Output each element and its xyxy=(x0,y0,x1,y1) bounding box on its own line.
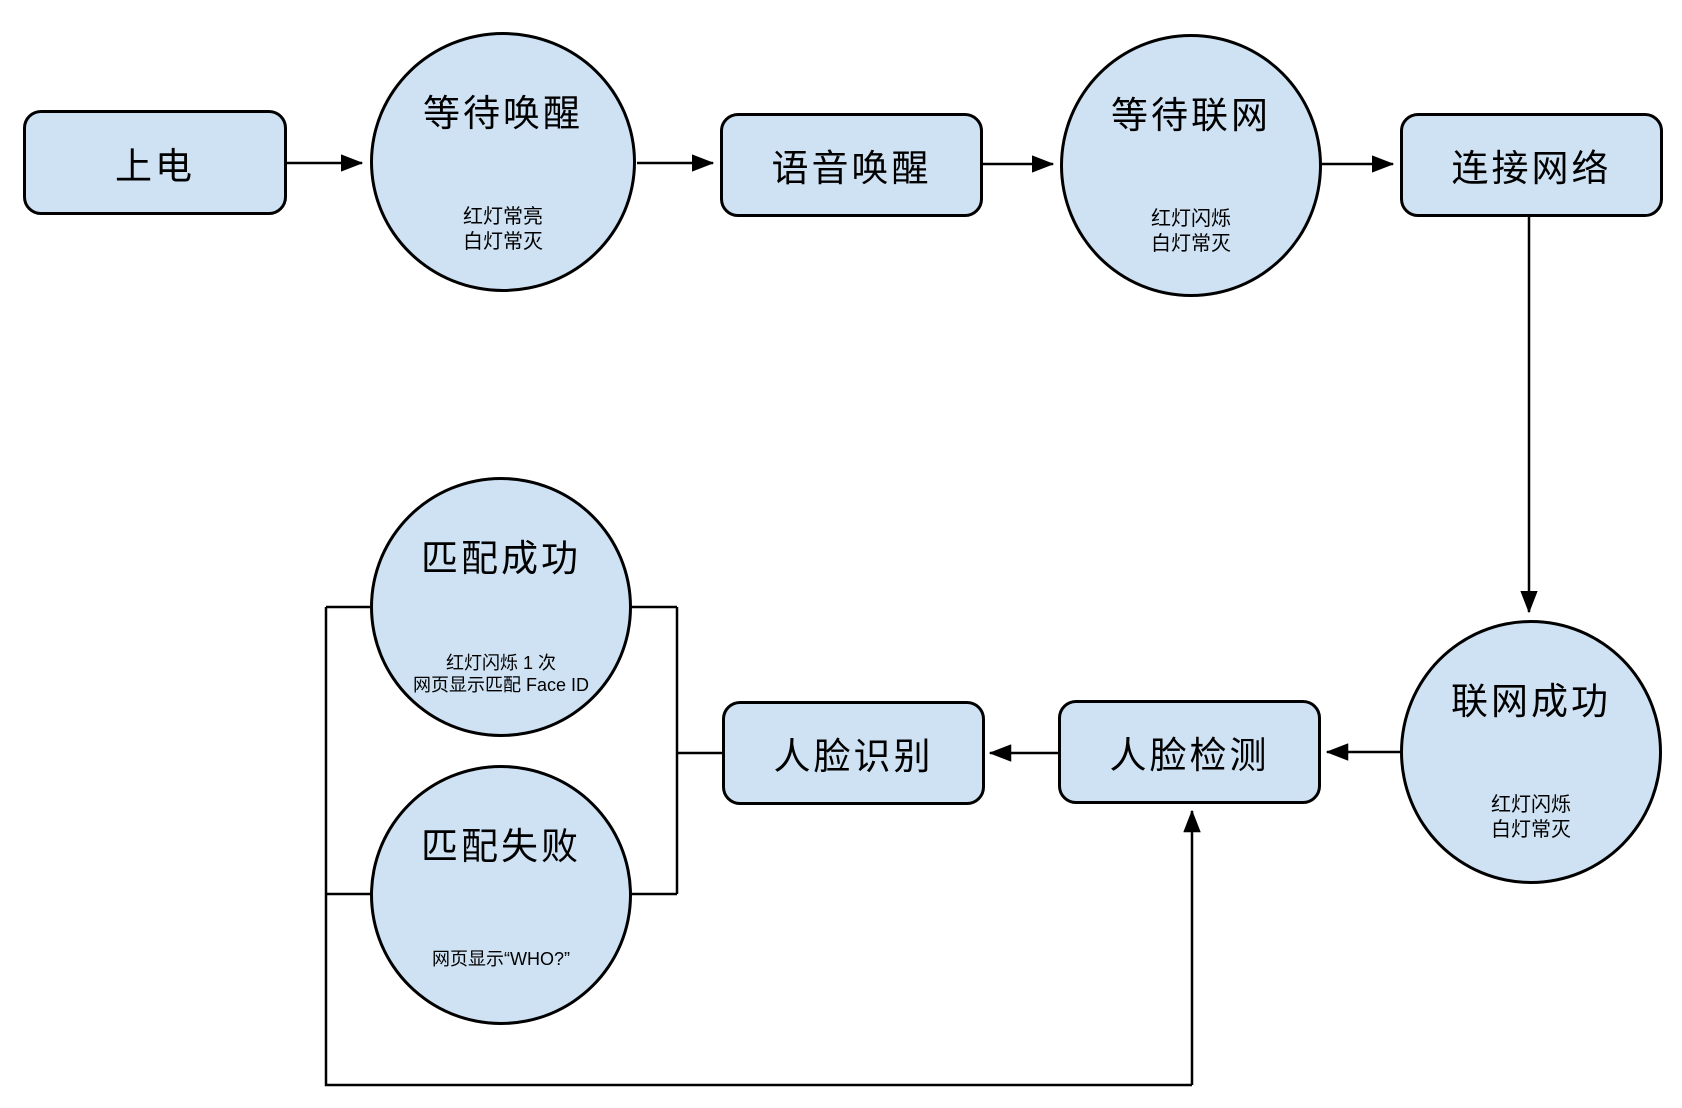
node-match-success: 匹配成功 红灯闪烁 1 次 网页显示匹配 Face ID xyxy=(370,477,632,737)
node-label: 连接网络 xyxy=(1451,148,1612,189)
note-line: 红灯闪烁 xyxy=(1151,208,1231,230)
node-wait-wake: 等待唤醒 红灯常亮 白灯常灭 xyxy=(370,32,636,292)
node-connect-network: 连接网络 xyxy=(1400,113,1663,217)
note-line: 网页显示“WHO?” xyxy=(432,949,570,969)
node-label: 联网成功 xyxy=(1451,681,1611,722)
node-notes: 红灯闪烁 1 次 网页显示匹配 Face ID xyxy=(373,652,629,696)
node-face-detect: 人脸检测 xyxy=(1058,700,1321,804)
note-line: 红灯闪烁 1 次 xyxy=(445,653,556,673)
node-label: 人脸识别 xyxy=(773,736,934,777)
node-wait-network: 等待联网 红灯闪烁 白灯常灭 xyxy=(1060,34,1322,297)
note-line: 白灯常灭 xyxy=(463,231,543,253)
note-line: 红灯闪烁 xyxy=(1491,794,1571,816)
node-match-fail: 匹配失败 网页显示“WHO?” xyxy=(370,765,632,1025)
node-label: 上电 xyxy=(115,145,195,187)
node-power-on: 上电 xyxy=(23,110,287,215)
node-label: 语音唤醒 xyxy=(771,148,932,189)
note-line: 网页显示匹配 Face ID xyxy=(412,675,590,695)
node-label: 匹配成功 xyxy=(421,538,581,579)
node-face-recognize: 人脸识别 xyxy=(722,701,985,805)
node-network-success: 联网成功 红灯闪烁 白灯常灭 xyxy=(1400,620,1662,884)
node-label: 人脸检测 xyxy=(1109,735,1270,776)
line-loop-bottom xyxy=(324,607,1192,1087)
node-notes: 红灯闪烁 白灯常灭 xyxy=(1063,207,1319,257)
note-line: 白灯常灭 xyxy=(1491,819,1571,841)
note-line: 红灯常亮 xyxy=(463,206,543,228)
node-notes: 红灯常亮 白灯常灭 xyxy=(373,205,633,255)
node-label: 等待唤醒 xyxy=(423,93,583,134)
node-label: 等待联网 xyxy=(1111,95,1271,136)
node-label: 匹配失败 xyxy=(421,826,581,867)
note-line: 白灯常灭 xyxy=(1151,233,1231,255)
node-notes: 红灯闪烁 白灯常灭 xyxy=(1403,793,1659,843)
node-notes: 网页显示“WHO?” xyxy=(373,948,629,970)
node-voice-wake: 语音唤醒 xyxy=(720,113,983,217)
